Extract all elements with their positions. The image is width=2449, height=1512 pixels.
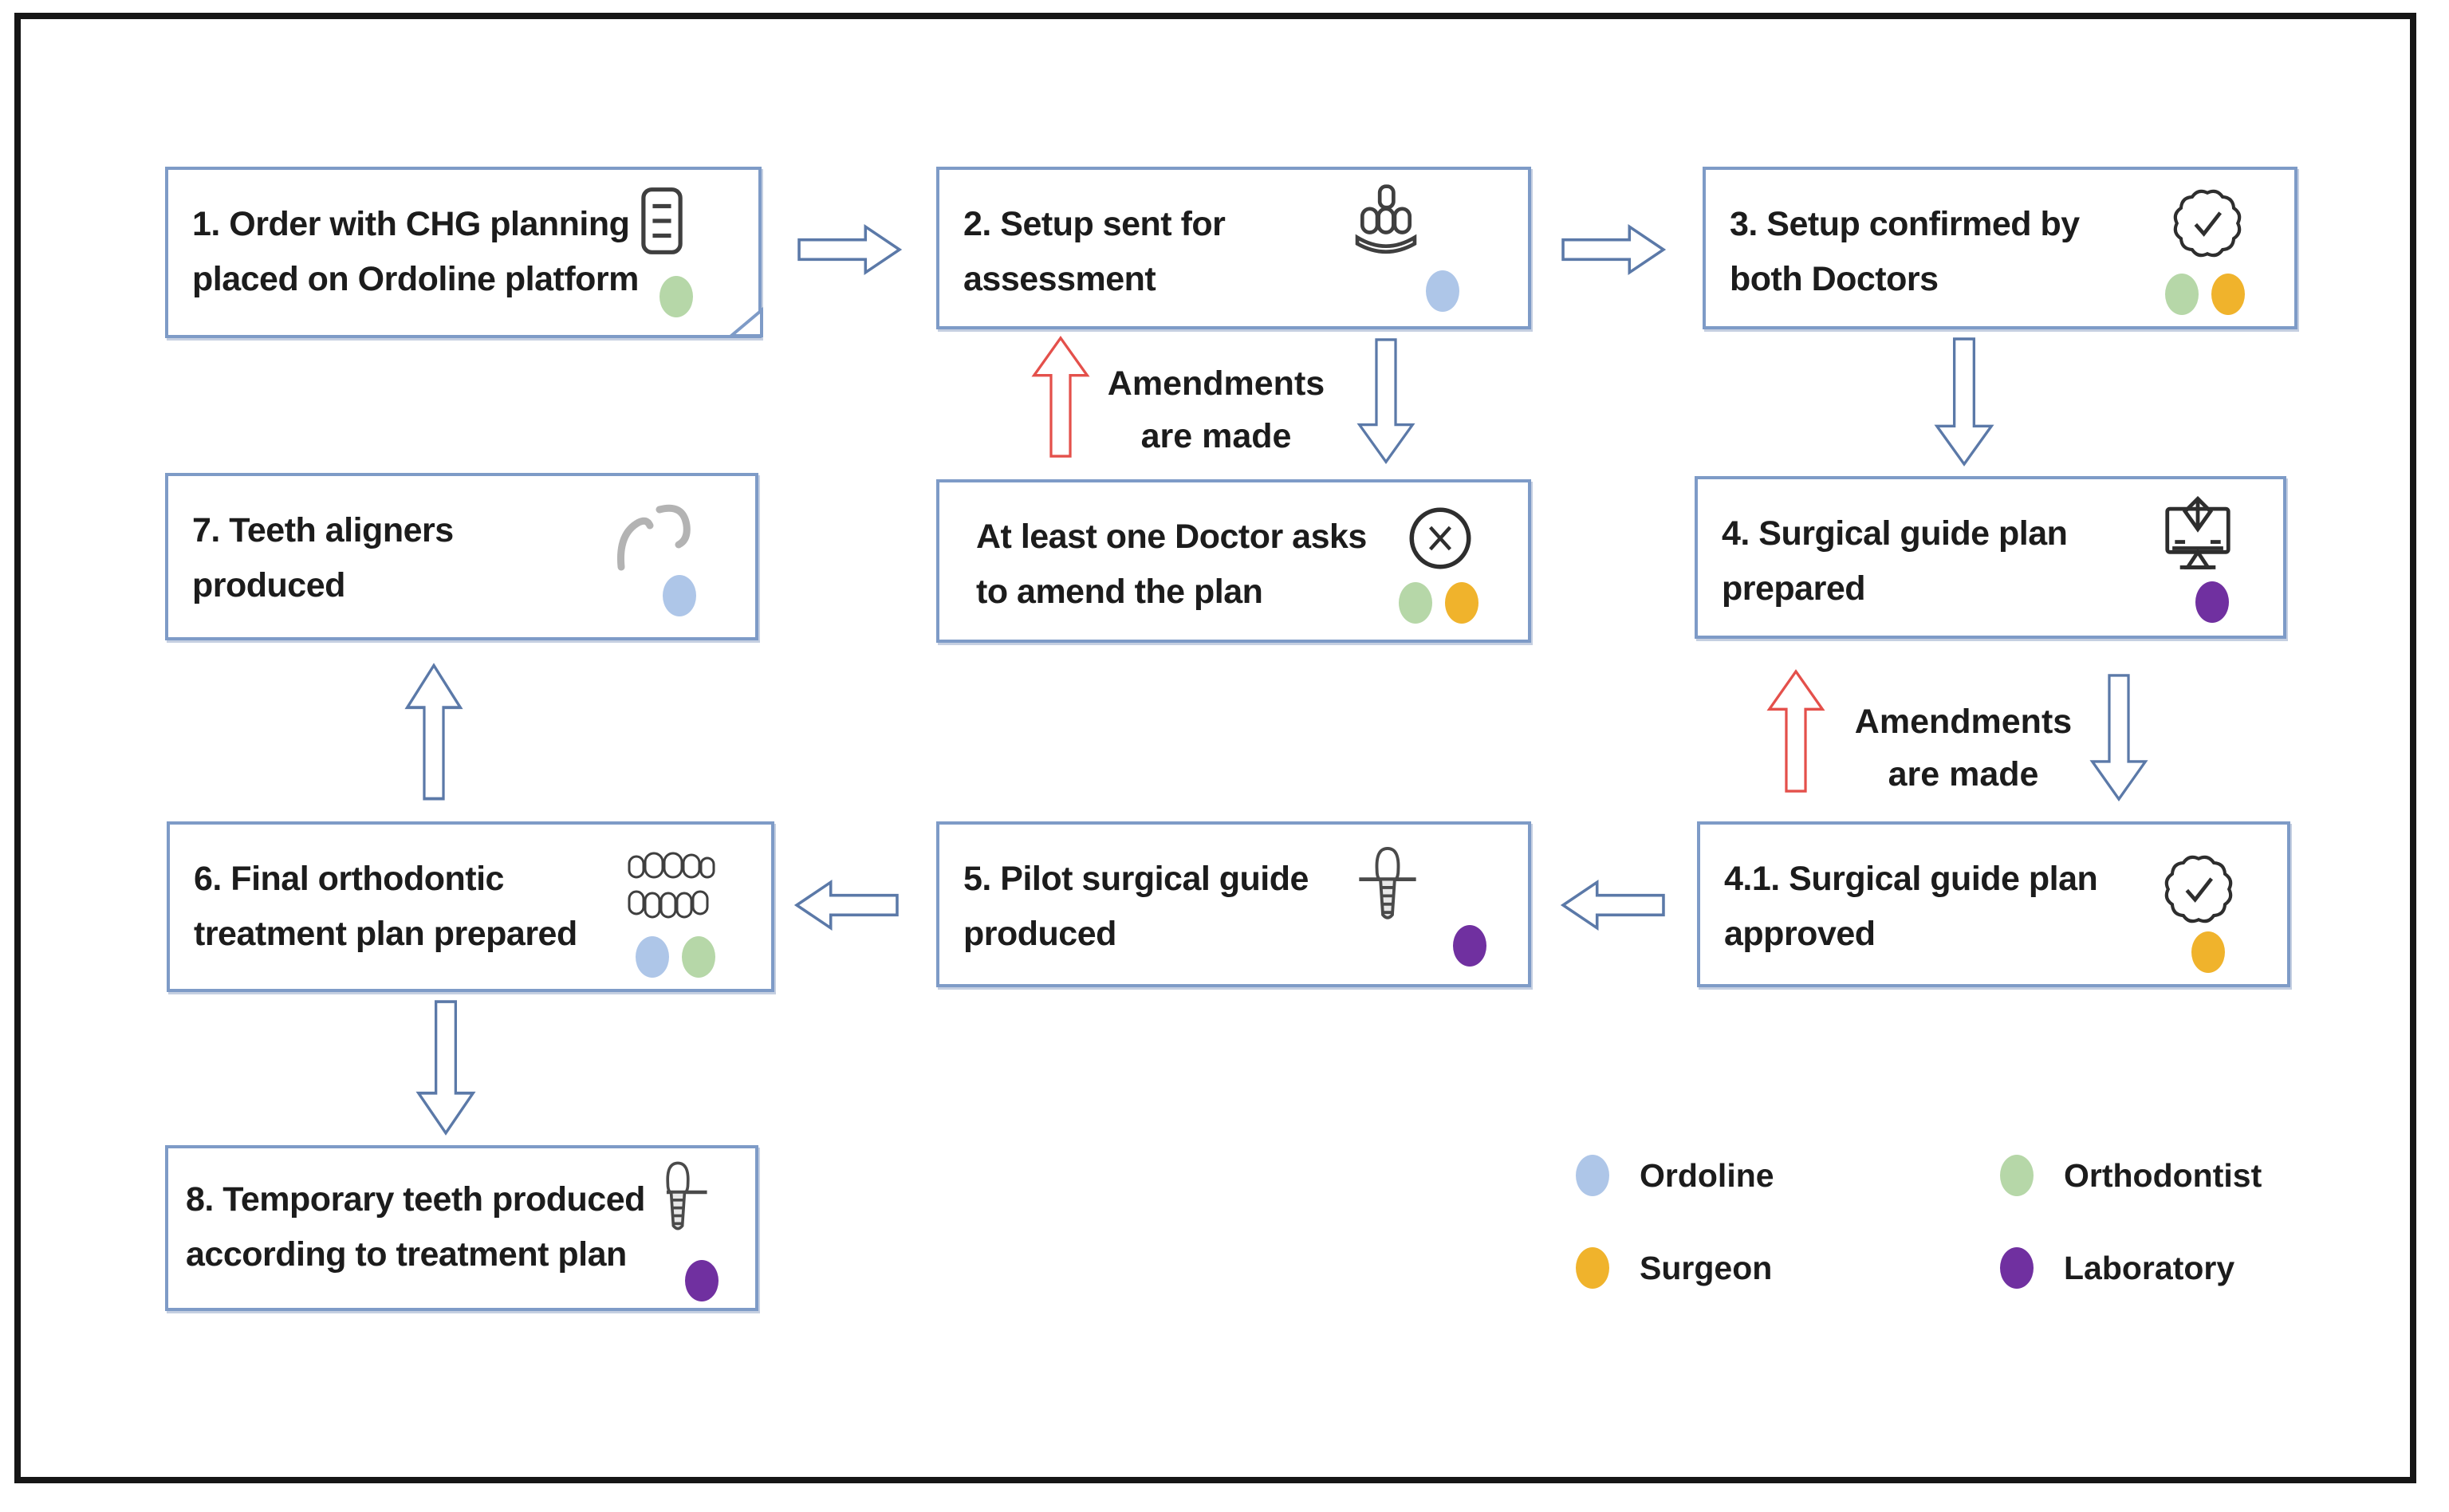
step-8-node: 8. Temporary teeth produced according to… <box>165 1145 758 1311</box>
arrow-step2-to-amend-blue <box>1356 338 1415 470</box>
arrow-step6-to-step8 <box>415 1000 476 1141</box>
aligners-icon <box>610 498 709 592</box>
step-3-node: 3. Setup confirmed by both Doctors <box>1703 167 2297 329</box>
surgeon-dot <box>2211 274 2245 315</box>
laboratory-legend-dot <box>2000 1247 2034 1289</box>
arrow-step3-to-step4 <box>1934 337 1994 472</box>
orthodontist-legend-dot <box>2000 1155 2034 1196</box>
circle-x-icon <box>1405 503 1475 577</box>
step-4-1-text: 4.1. Surgical guide plan approved <box>1724 860 2098 953</box>
step-2-node: 2. Setup sent for assessment <box>936 167 1531 329</box>
ordoline-dot <box>663 575 696 616</box>
step-1-node: 1. Order with CHG planning placed on Ord… <box>165 167 763 338</box>
monitor-3d-icon <box>2157 494 2238 579</box>
legend-item-orthodontist: Orthodontist <box>2000 1155 2262 1196</box>
step-2-text: 2. Setup sent for assessment <box>963 205 1226 298</box>
step-8-text: 8. Temporary teeth produced according to… <box>186 1180 645 1274</box>
orthodontist-dot <box>682 936 715 978</box>
amendments-line1: Amendments <box>1107 364 1325 403</box>
amendments-label-top: Amendments are made <box>1100 357 1332 463</box>
step-4-actor-dots <box>2195 581 2229 623</box>
laboratory-dot <box>1453 925 1486 967</box>
amendments-line1: Amendments <box>1854 703 2073 741</box>
step-4-node: 4. Surgical guide plan prepared <box>1695 476 2286 639</box>
step-7-actor-dots <box>663 575 696 616</box>
legend-item-ordoline: Ordoline <box>1576 1155 1774 1196</box>
arrow-step1-to-step2 <box>797 217 903 286</box>
step-6-node: 6. Final orthodontic treatment plan prep… <box>167 821 774 992</box>
note-icon <box>632 186 691 260</box>
step-5-node: 5. Pilot surgical guide produced <box>936 821 1531 987</box>
badge-check-icon <box>2170 186 2245 265</box>
implant-icon <box>1349 844 1426 931</box>
step-1-text: 1. Order with CHG planning placed on Ord… <box>192 205 639 298</box>
ordoline-dot <box>636 936 669 978</box>
step-6-actor-dots <box>636 936 715 978</box>
step-3-actor-dots <box>2165 274 2245 315</box>
legend-item-laboratory: Laboratory <box>2000 1247 2234 1289</box>
arrow-step5-to-step6 <box>793 872 899 942</box>
arrow-step2-to-step3 <box>1561 217 1667 286</box>
implant-icon <box>642 1158 714 1242</box>
page-fold-icon <box>726 302 765 343</box>
amendments-line2: are made <box>1140 417 1292 455</box>
legend-label-orthodontist: Orthodontist <box>2064 1156 2262 1194</box>
laboratory-dot <box>685 1260 719 1301</box>
step-4-text: 4. Surgical guide plan prepared <box>1722 514 2068 608</box>
arrow-amend-to-step2-red <box>1031 335 1090 463</box>
ordoline-legend-dot <box>1576 1155 1609 1196</box>
legend-item-surgeon: Surgeon <box>1576 1247 1772 1289</box>
step-7-node: 7. Teeth aligners produced <box>165 473 758 640</box>
amendments-line2: are made <box>1888 755 2039 793</box>
amend-decision-actor-dots <box>1399 582 1478 624</box>
orthodontist-dot <box>659 276 693 317</box>
badge-check-icon <box>2161 852 2236 931</box>
arrow-step6-to-step7 <box>404 662 463 806</box>
step-3-text: 3. Setup confirmed by both Doctors <box>1730 205 2080 298</box>
amend-decision-text: At least one Doctor asks to amend the pl… <box>976 518 1367 611</box>
ordoline-dot <box>1426 270 1459 312</box>
step-2-actor-dots <box>1426 270 1459 312</box>
laboratory-dot <box>2195 581 2229 623</box>
orthodontist-dot <box>1399 582 1432 624</box>
surgeon-legend-dot <box>1576 1247 1609 1289</box>
step-5-actor-dots <box>1453 925 1486 967</box>
arrow-step4-to-step41-blue <box>2089 674 2148 807</box>
step-7-text: 7. Teeth aligners produced <box>192 511 454 604</box>
amendments-label-right: Amendments are made <box>1844 695 2083 801</box>
orthodontist-dot <box>2165 274 2199 315</box>
step-5-text: 5. Pilot surgical guide produced <box>963 860 1309 953</box>
surgeon-dot <box>1445 582 1478 624</box>
legend-label-ordoline: Ordoline <box>1640 1156 1774 1194</box>
legend-label-surgeon: Surgeon <box>1640 1249 1773 1286</box>
amend-decision-node: At least one Doctor asks to amend the pl… <box>936 479 1531 643</box>
step-4-1-node: 4.1. Surgical guide plan approved <box>1697 821 2290 987</box>
step-8-actor-dots <box>685 1260 719 1301</box>
legend-label-laboratory: Laboratory <box>2064 1249 2235 1286</box>
step-6-text: 6. Final orthodontic treatment plan prep… <box>194 860 577 953</box>
teeth-arch-icon <box>1346 183 1426 266</box>
arrow-step41-to-step4-red <box>1766 668 1825 798</box>
arrow-step41-to-step5 <box>1560 872 1665 942</box>
teeth-rows-icon <box>626 850 719 932</box>
step-4-1-actor-dots <box>2191 931 2225 973</box>
step-1-actor-dots <box>659 276 693 317</box>
surgeon-dot <box>2191 931 2225 973</box>
